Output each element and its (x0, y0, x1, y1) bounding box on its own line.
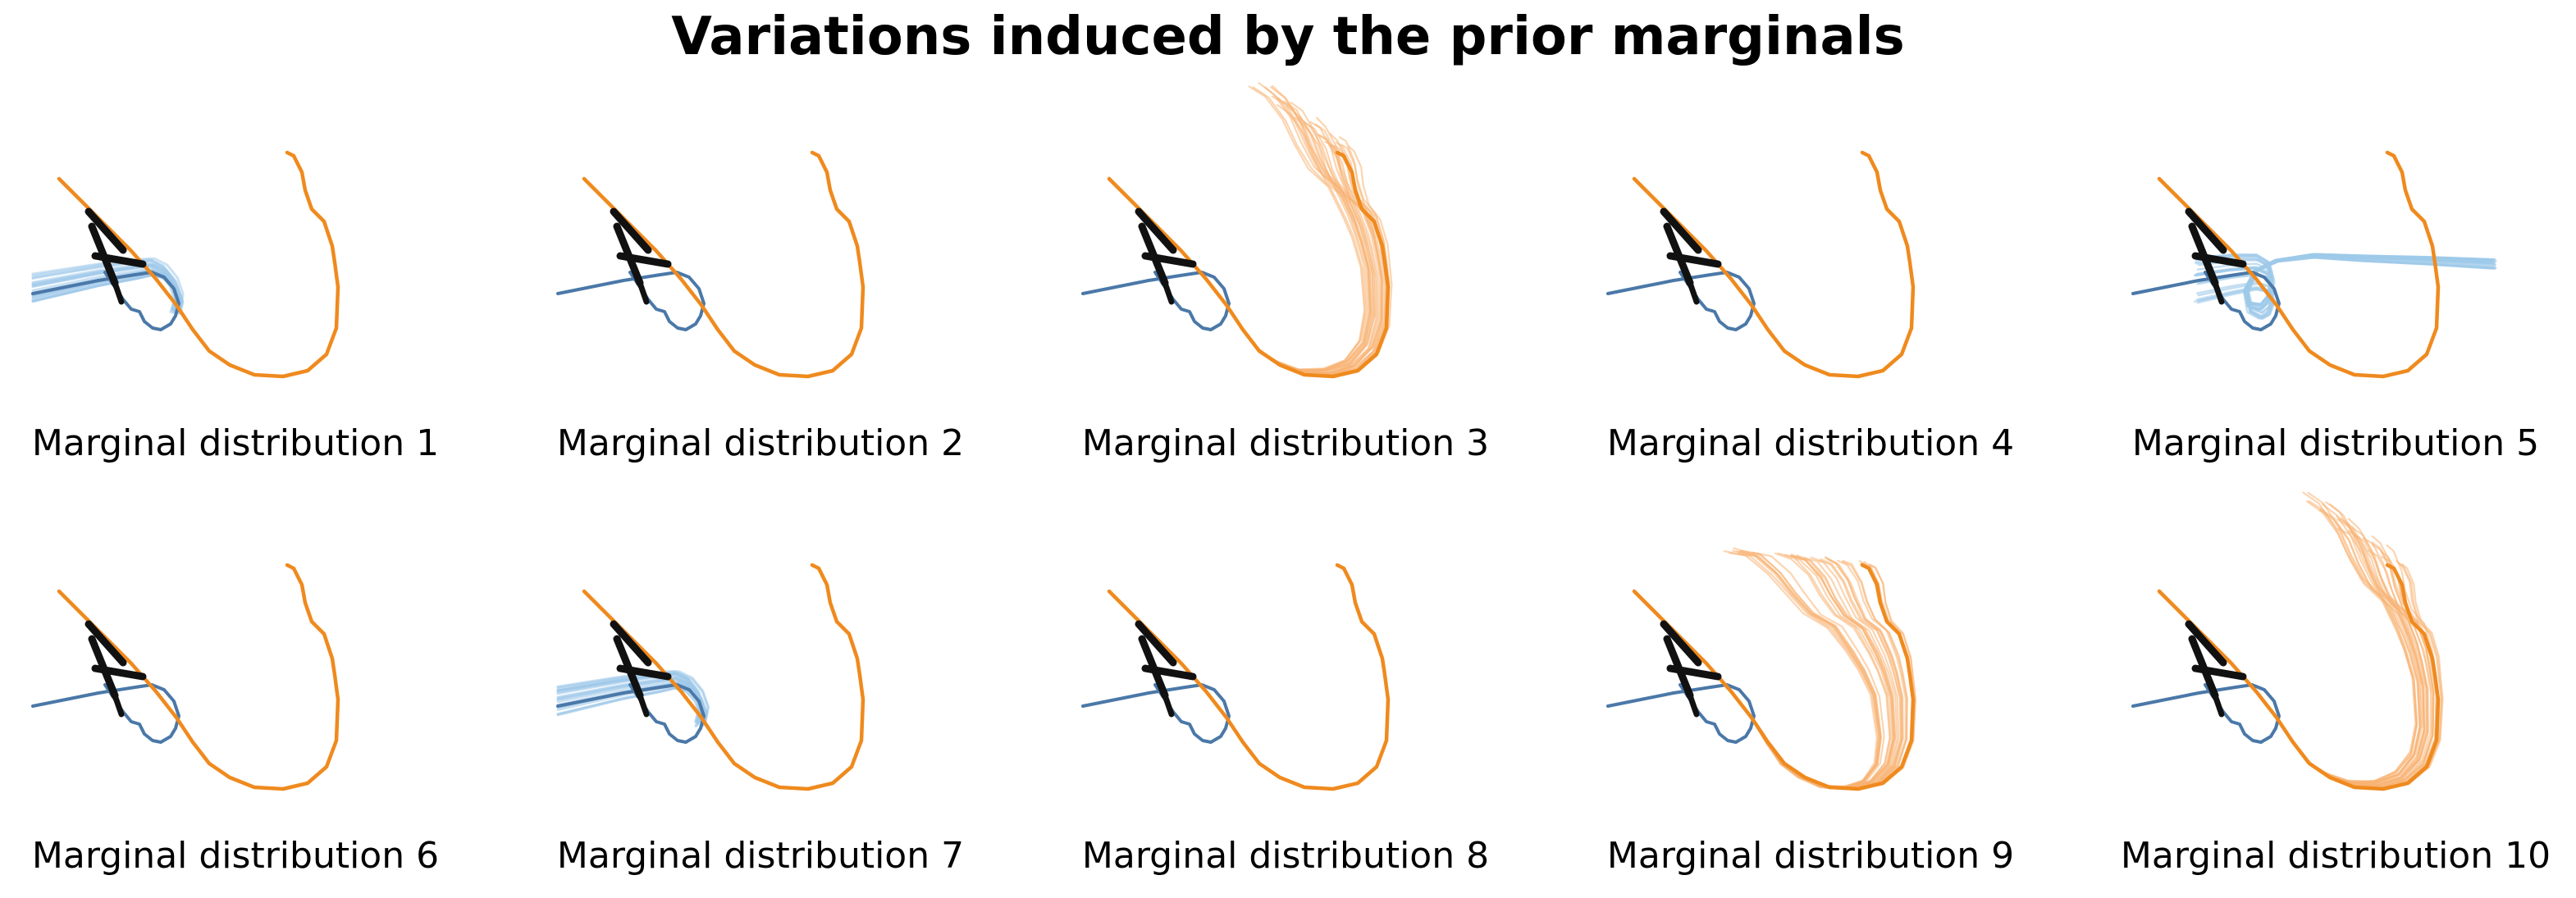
reference-blue-curve (1081, 271, 1231, 331)
reference-blue-curve (1606, 683, 1756, 744)
reference-orange-curve (582, 150, 866, 379)
marker-tail (112, 692, 125, 718)
marker-bar (616, 252, 672, 268)
marker-arm (2185, 207, 2227, 254)
marker-bar (2191, 664, 2247, 681)
reference-blue-curve (31, 271, 180, 331)
marker-tail (1162, 692, 1175, 718)
blue-sample-curve (2195, 253, 2495, 308)
reference-orange-curve (2157, 563, 2441, 791)
panel-caption-4: Marginal distribution 4 (1606, 422, 2015, 464)
orange-sample-curve (1633, 557, 1898, 789)
marker-arm (2185, 620, 2227, 667)
reference-blue-curve (1606, 271, 1756, 331)
reference-orange-curve (57, 150, 340, 379)
marker-bar (616, 664, 672, 681)
panel-caption-1: Marginal distribution 1 (31, 422, 440, 464)
marker-tail (112, 280, 125, 305)
reference-orange-curve (1107, 563, 1391, 791)
marker-arm (1135, 207, 1177, 254)
panel-caption-2: Marginal distribution 2 (556, 422, 965, 464)
reference-orange-curve (57, 563, 340, 791)
marker-tail (2212, 280, 2225, 305)
marker-arm (84, 207, 127, 254)
reference-orange-curve (1632, 150, 1916, 379)
reference-orange-curve (1107, 150, 1391, 379)
panel-caption-6: Marginal distribution 6 (31, 835, 440, 877)
marker-arm (1660, 620, 1702, 667)
blue-sample-curve (31, 257, 185, 309)
reference-orange-curve (582, 563, 866, 791)
reference-blue-curve (556, 271, 706, 331)
marker-tail (2212, 692, 2225, 718)
orange-sample-curve (2158, 500, 2418, 784)
panel-caption-10: Marginal distribution 10 (2120, 835, 2551, 877)
orange-sample-curve (2158, 500, 2418, 784)
marker-arm (1660, 207, 1702, 254)
reference-blue-curve (31, 683, 180, 744)
marker-tail (637, 280, 650, 305)
marker-arm (610, 620, 652, 667)
reference-orange-curve (1632, 563, 1916, 791)
panel-caption-9: Marginal distribution 9 (1606, 835, 2015, 877)
marker-arm (1135, 620, 1177, 667)
orange-sample-curve (1108, 86, 1370, 372)
figure-title: Variations induced by the prior marginal… (671, 7, 1905, 67)
reference-blue-curve (1081, 683, 1231, 744)
marker-bar (91, 252, 147, 268)
blue-sample-curve (2196, 256, 2496, 319)
marker-tail (1162, 280, 1175, 305)
marker-arm (610, 207, 652, 254)
marker-bar (1141, 252, 1197, 268)
marker-tail (1687, 692, 1700, 718)
panel-caption-8: Marginal distribution 8 (1081, 835, 1490, 877)
panel-caption-7: Marginal distribution 7 (556, 835, 965, 877)
marker-tail (1687, 280, 1700, 305)
reference-orange-curve (2157, 150, 2441, 379)
reference-blue-curve (556, 683, 706, 744)
marker-arm (84, 620, 127, 667)
reference-blue-curve (2131, 271, 2281, 331)
marker-bar (1141, 664, 1197, 681)
panel-caption-3: Marginal distribution 3 (1081, 422, 1490, 464)
marker-bar (1666, 664, 1722, 681)
panel-caption-5: Marginal distribution 5 (2131, 422, 2540, 464)
marker-bar (91, 664, 147, 681)
marker-bar (1666, 252, 1722, 268)
reference-blue-curve (2131, 683, 2281, 744)
marker-bar (2191, 252, 2247, 268)
marker-tail (637, 692, 650, 718)
